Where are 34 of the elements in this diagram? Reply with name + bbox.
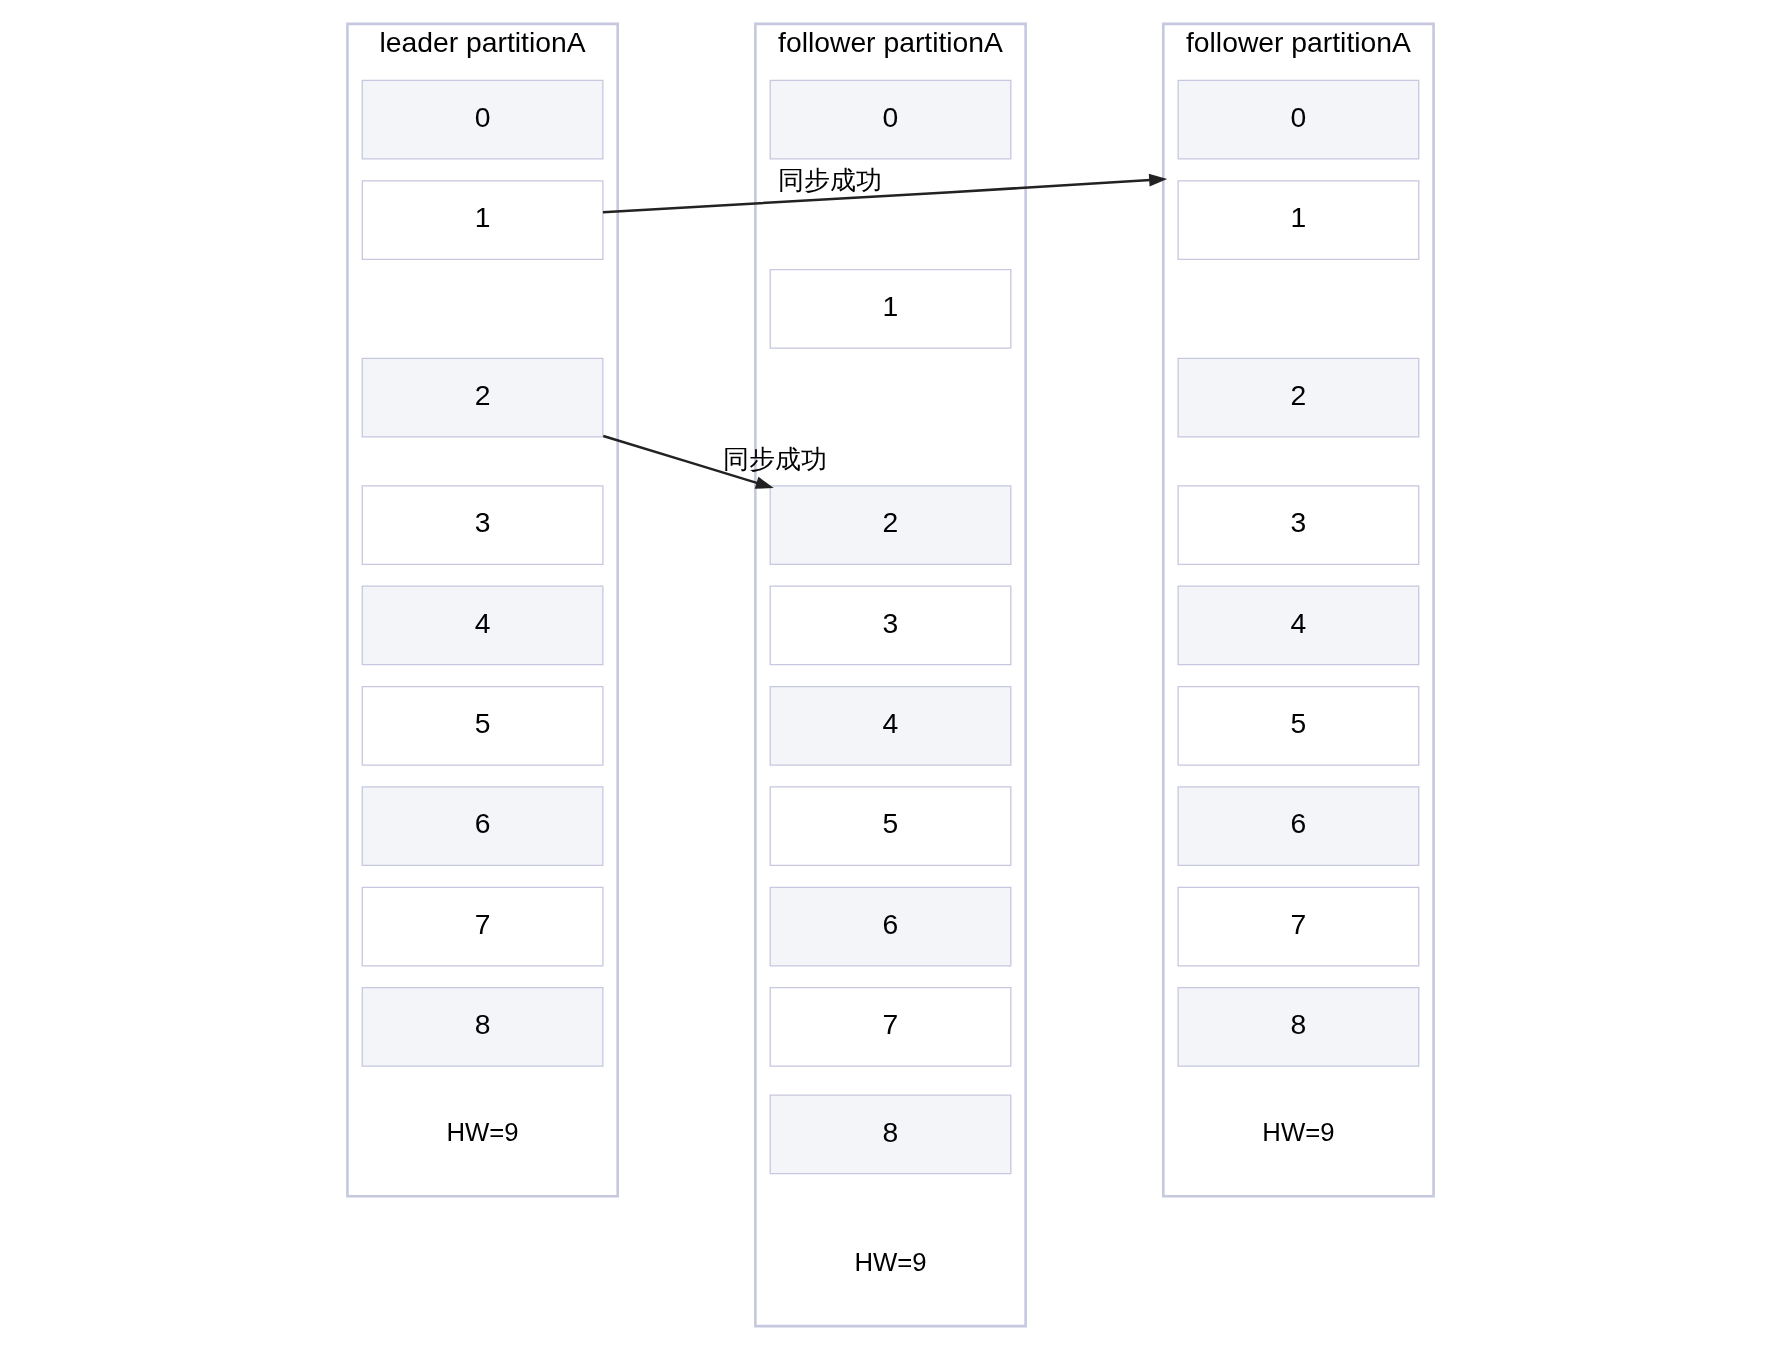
node-label: HW=9: [445, 1117, 519, 1146]
node-box: 4: [361, 585, 604, 666]
node-box: 6: [1176, 786, 1419, 867]
node-box: 2: [361, 357, 604, 438]
node-box: 2: [769, 485, 1011, 565]
node-box: 5: [1176, 685, 1419, 766]
node-box: 4: [769, 685, 1011, 766]
node-box: 3: [769, 585, 1011, 666]
node-box: 5: [361, 685, 604, 766]
node-box: 5: [769, 786, 1011, 867]
node-box: 8: [361, 987, 604, 1067]
node-box: 7: [1176, 886, 1419, 967]
node-box: 6: [361, 786, 604, 867]
node-box: 0: [1176, 79, 1419, 160]
node-box: 2: [1176, 357, 1419, 438]
node-box: 3: [361, 485, 604, 565]
node-label: HW=9: [1261, 1117, 1335, 1146]
node-box: 4: [1176, 585, 1419, 666]
node-box: 1: [769, 269, 1011, 349]
node-label: HW=9: [853, 1247, 927, 1276]
node-box: 8: [1176, 987, 1419, 1067]
node-box: 7: [361, 886, 604, 967]
node-box: 7: [769, 987, 1011, 1067]
arrow: [602, 173, 1167, 214]
node-box: 1: [361, 180, 604, 260]
edge-label: 同步成功: [722, 444, 827, 473]
node-box: 1: [1176, 180, 1419, 260]
node-box: 6: [769, 886, 1011, 967]
node-box: 0: [361, 79, 604, 160]
node-box: 8: [769, 1094, 1011, 1175]
arrow: [602, 434, 774, 489]
node-box: 0: [769, 79, 1011, 160]
edge-label: 同步成功: [777, 165, 882, 194]
node-box: 3: [1176, 485, 1419, 565]
